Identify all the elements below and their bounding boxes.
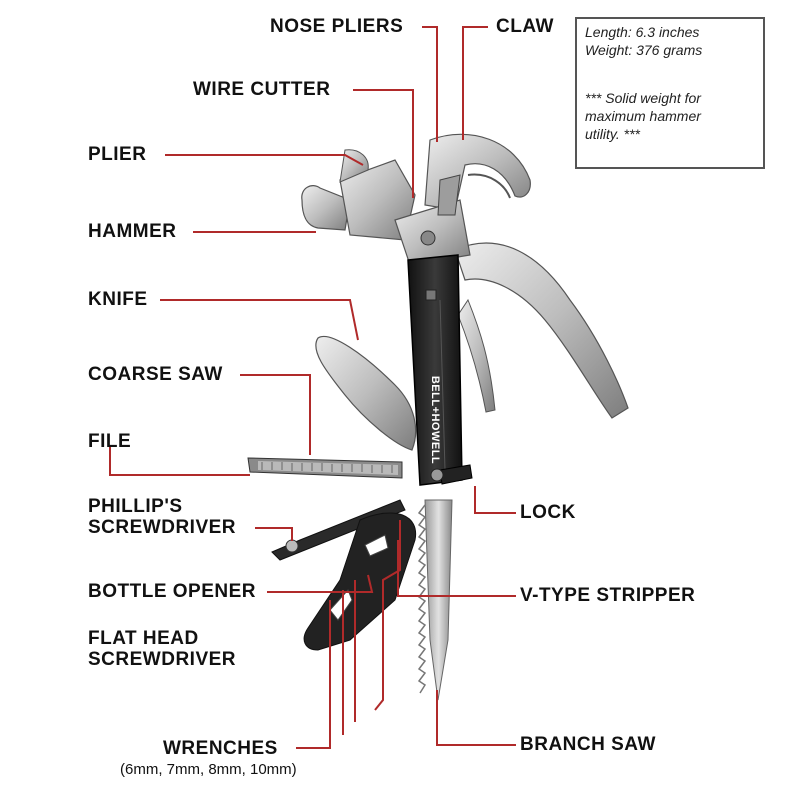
leader-plier <box>165 154 364 166</box>
label-nose-pliers: NOSE PLIERS <box>270 16 404 37</box>
spec-spacer <box>585 59 755 89</box>
leader-file <box>109 445 250 476</box>
label-wrenches-sizes: (6mm, 7mm, 8mm, 10mm) <box>120 761 297 778</box>
leader-phillips <box>255 527 293 541</box>
brand-logo: BELL+HOWELL <box>429 376 441 464</box>
leader-wrench-6mm <box>296 600 331 749</box>
label-file: FILE <box>88 431 132 452</box>
label-coarse-saw: COARSE SAW <box>88 364 223 385</box>
branch-saw-blade <box>417 499 453 701</box>
label-bottle-opener: BOTTLE OPENER <box>88 581 257 602</box>
leader-wrench-10mm <box>374 520 401 711</box>
label-hammer: HAMMER <box>88 221 177 242</box>
plier-jaws <box>394 174 471 266</box>
leader-lines <box>109 26 516 749</box>
lock-tab <box>430 464 473 485</box>
label-flat-head-line2: SCREWDRIVER <box>88 649 237 670</box>
leader-branch-saw <box>436 690 516 746</box>
label-lock: LOCK <box>520 502 576 523</box>
leader-bottle-opener <box>267 574 374 593</box>
leader-wire-cutter <box>353 89 414 198</box>
spec-note-line1: *** Solid weight for <box>585 90 701 106</box>
label-v-type-stripper: V-TYPE STRIPPER <box>520 585 696 606</box>
label-flat-head-line1: FLAT HEAD <box>88 628 199 649</box>
phillips-screwdriver <box>271 499 406 561</box>
label-phillips-line2: SCREWDRIVER <box>88 517 237 538</box>
label-branch-saw: BRANCH SAW <box>520 734 656 755</box>
spec-note-line3: utility. *** <box>585 126 640 142</box>
leader-nose-pliers <box>422 26 438 142</box>
label-plier: PLIER <box>88 144 147 165</box>
specs-box: Length: 6.3 inches Weight: 376 grams ***… <box>575 17 765 169</box>
leader-knife <box>160 299 359 341</box>
label-knife: KNIFE <box>88 289 148 310</box>
file-blade <box>247 457 403 479</box>
spec-length: Length: 6.3 inches <box>585 24 700 40</box>
plier-handle <box>454 242 629 419</box>
knife-blade <box>315 335 417 451</box>
spec-note-line2: maximum hammer <box>585 108 701 124</box>
label-claw: CLAW <box>496 16 554 37</box>
leader-claw <box>462 26 488 140</box>
label-wire-cutter: WIRE CUTTER <box>193 79 331 100</box>
bottle-opener-wrench <box>303 512 417 651</box>
leader-lock <box>474 486 516 514</box>
leader-v-type-stripper <box>397 540 516 597</box>
spec-weight: Weight: 376 grams <box>585 42 703 58</box>
label-phillips-line1: PHILLIP'S <box>88 496 183 517</box>
label-wrenches: WRENCHES <box>163 738 278 759</box>
leader-coarse-saw <box>240 374 311 455</box>
